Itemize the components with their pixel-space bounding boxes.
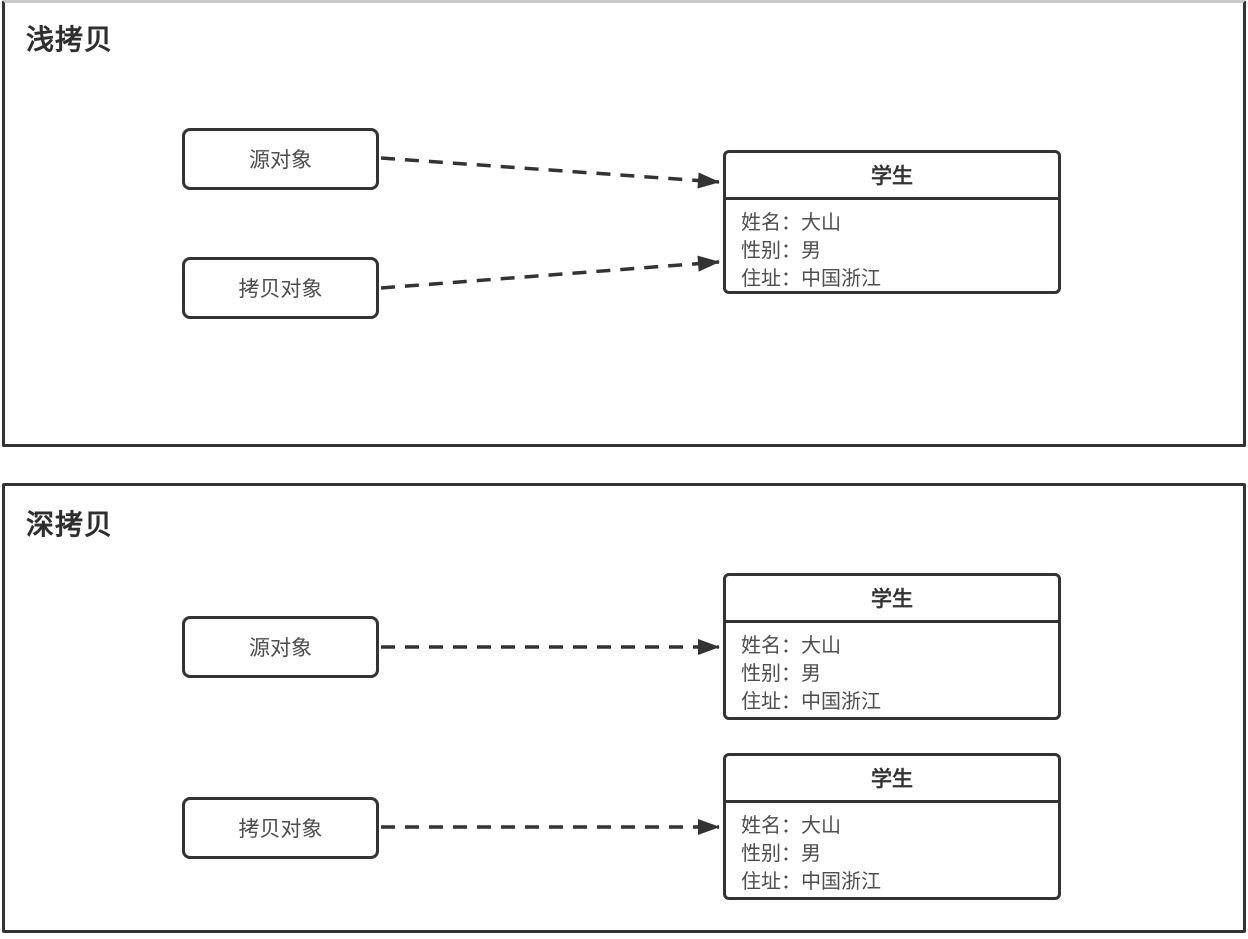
student-field-name: 姓名：大山 bbox=[741, 813, 841, 837]
shallow-source-object-label: 源对象 bbox=[249, 148, 312, 172]
deep-student-copy-box: 学生 姓名：大山 性别：男 住址：中国浙江 bbox=[723, 753, 1061, 900]
shallow-copy-object-label: 拷贝对象 bbox=[238, 277, 323, 301]
deep-source-object-label: 源对象 bbox=[249, 636, 312, 660]
deep-panel-title: 深拷贝 bbox=[26, 508, 114, 541]
deep-copy-object-label: 拷贝对象 bbox=[238, 817, 323, 841]
shallow-panel-title: 浅拷贝 bbox=[26, 23, 114, 56]
deep-copy-object-box: 拷贝对象 bbox=[182, 797, 379, 859]
student-field-gender: 性别：男 bbox=[741, 841, 821, 865]
deep-student-copy-title: 学生 bbox=[726, 756, 1058, 803]
deep-student-source-box: 学生 姓名：大山 性别：男 住址：中国浙江 bbox=[723, 573, 1061, 720]
student-field-address: 住址：中国浙江 bbox=[741, 869, 881, 893]
shallow-copy-object-box: 拷贝对象 bbox=[182, 257, 379, 319]
student-field-name: 姓名：大山 bbox=[741, 210, 841, 234]
student-field-name: 姓名：大山 bbox=[741, 633, 841, 657]
student-field-address: 住址：中国浙江 bbox=[741, 266, 881, 290]
deep-student-source-title: 学生 bbox=[726, 576, 1058, 623]
deep-source-object-box: 源对象 bbox=[182, 616, 379, 678]
deep-student-source-fields: 姓名：大山 性别：男 住址：中国浙江 bbox=[726, 623, 1058, 723]
student-field-address: 住址：中国浙江 bbox=[741, 689, 881, 713]
shallow-student-fields: 姓名：大山 性别：男 住址：中国浙江 bbox=[726, 200, 1058, 300]
deep-student-copy-fields: 姓名：大山 性别：男 住址：中国浙江 bbox=[726, 803, 1058, 903]
shallow-student-title: 学生 bbox=[726, 153, 1058, 200]
shallow-student-box: 学生 姓名：大山 性别：男 住址：中国浙江 bbox=[723, 150, 1061, 294]
shallow-source-object-box: 源对象 bbox=[182, 128, 379, 190]
student-field-gender: 性别：男 bbox=[741, 661, 821, 685]
student-field-gender: 性别：男 bbox=[741, 238, 821, 262]
